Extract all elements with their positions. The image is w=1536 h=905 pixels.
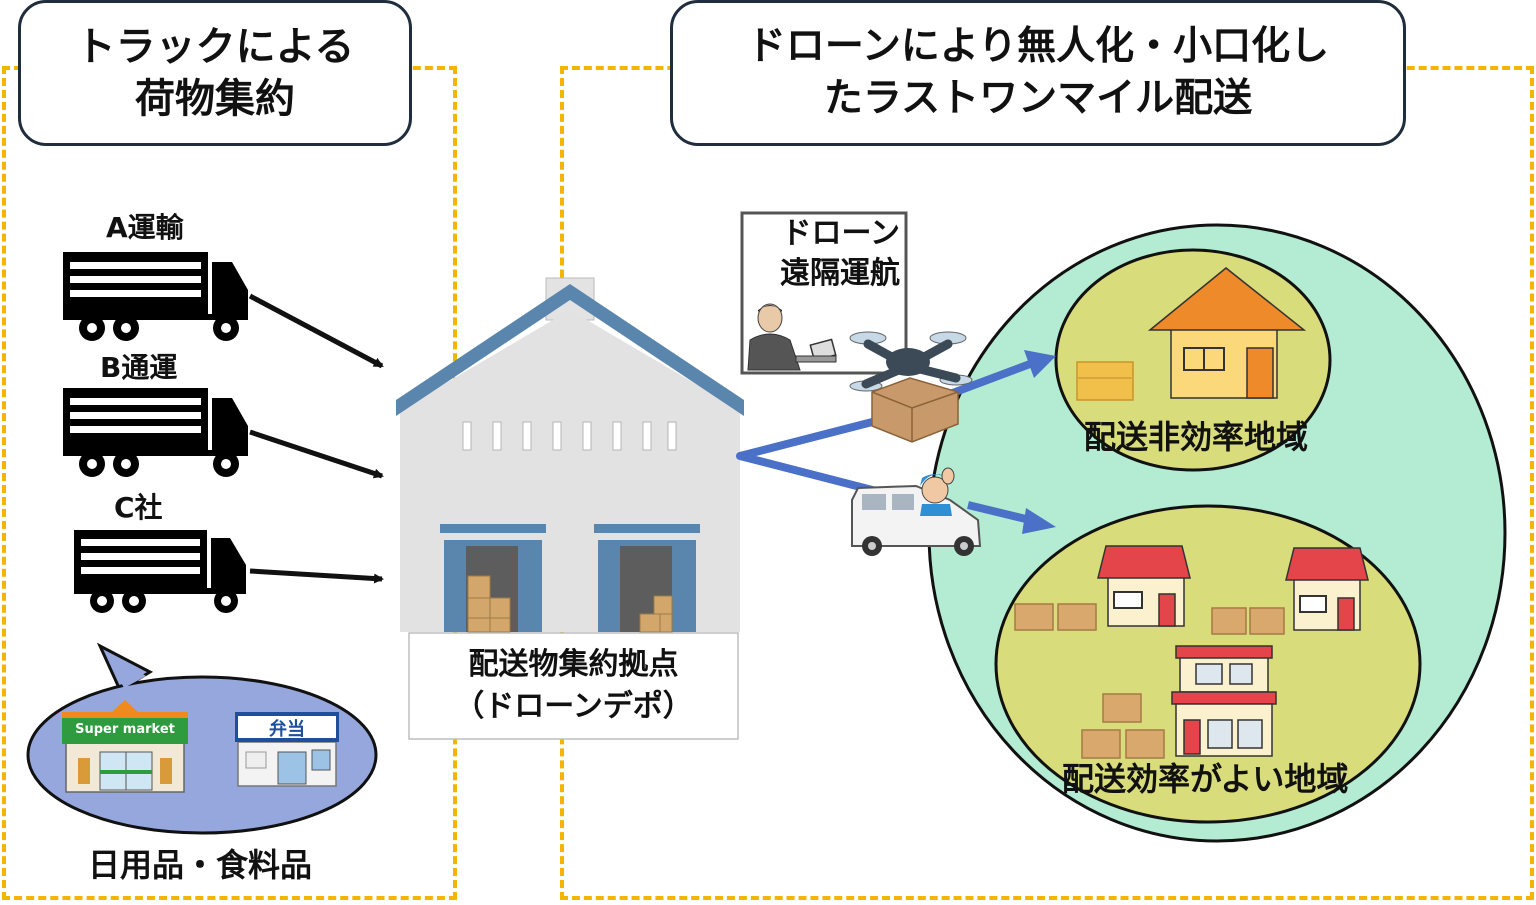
depot-label-line2: （ドローンデポ） bbox=[454, 689, 693, 724]
daily-goods-food-label: 日用品・食料品 bbox=[88, 846, 313, 884]
truck-icon-b bbox=[63, 388, 248, 477]
arrow-b-to-depot bbox=[249, 429, 384, 479]
house-icon-red-1 bbox=[1097, 545, 1191, 627]
right-title-line1: ドローンにより無人化・小口化し bbox=[746, 24, 1330, 69]
truck-label-c: C社 bbox=[114, 491, 163, 524]
truck-label-a: A運輸 bbox=[106, 211, 184, 244]
right-title-line2: たラストワンマイル配送 bbox=[823, 76, 1253, 121]
arrow-a-to-depot bbox=[248, 293, 384, 369]
right-title-box: ドローンにより無人化・小口化し たラストワンマイル配送 bbox=[670, 0, 1406, 146]
house-icon-orange bbox=[1147, 267, 1307, 399]
left-title-line2: 荷物集約 bbox=[135, 76, 295, 122]
bento-shop-icon bbox=[235, 712, 339, 787]
arrow-c-to-depot bbox=[249, 568, 384, 584]
inefficient-area-label: 配送非効率地域 bbox=[1084, 418, 1309, 456]
truck-icon-a bbox=[63, 252, 248, 341]
delivery-route-arrows bbox=[736, 350, 1056, 534]
remote-operation-line2: 遠隔運航 bbox=[780, 256, 900, 291]
depot-label: 配送物集約拠点 （ドローンデポ） bbox=[409, 644, 738, 728]
supermarket-icon bbox=[62, 700, 188, 793]
remote-operation-line1: ドローン bbox=[781, 216, 901, 251]
delivery-van-icon bbox=[851, 467, 982, 556]
parcel-boxes bbox=[1014, 603, 1285, 759]
remote-operation-label: ドローン 遠隔運航 bbox=[748, 214, 904, 294]
truck-icon-c bbox=[74, 530, 246, 613]
house-icon-red-2 bbox=[1285, 547, 1369, 631]
supermarket-sign: Super market bbox=[75, 722, 175, 737]
parcel-icon bbox=[1076, 361, 1134, 401]
truck-label-b: B通運 bbox=[100, 351, 178, 384]
drone-icon bbox=[849, 331, 973, 443]
efficient-area-label: 配送効率がよい地域 bbox=[1062, 760, 1349, 798]
depot-label-line1: 配送物集約拠点 bbox=[468, 647, 679, 682]
depot-label-box bbox=[408, 632, 739, 740]
left-title-box: トラックによる 荷物集約 bbox=[18, 0, 412, 146]
bento-sign: 弁当 bbox=[269, 719, 305, 740]
warehouse-icon bbox=[396, 277, 744, 633]
left-title-line1: トラックによる bbox=[75, 24, 355, 70]
apartment-icon bbox=[1171, 645, 1277, 757]
operator-icon bbox=[747, 303, 837, 371]
